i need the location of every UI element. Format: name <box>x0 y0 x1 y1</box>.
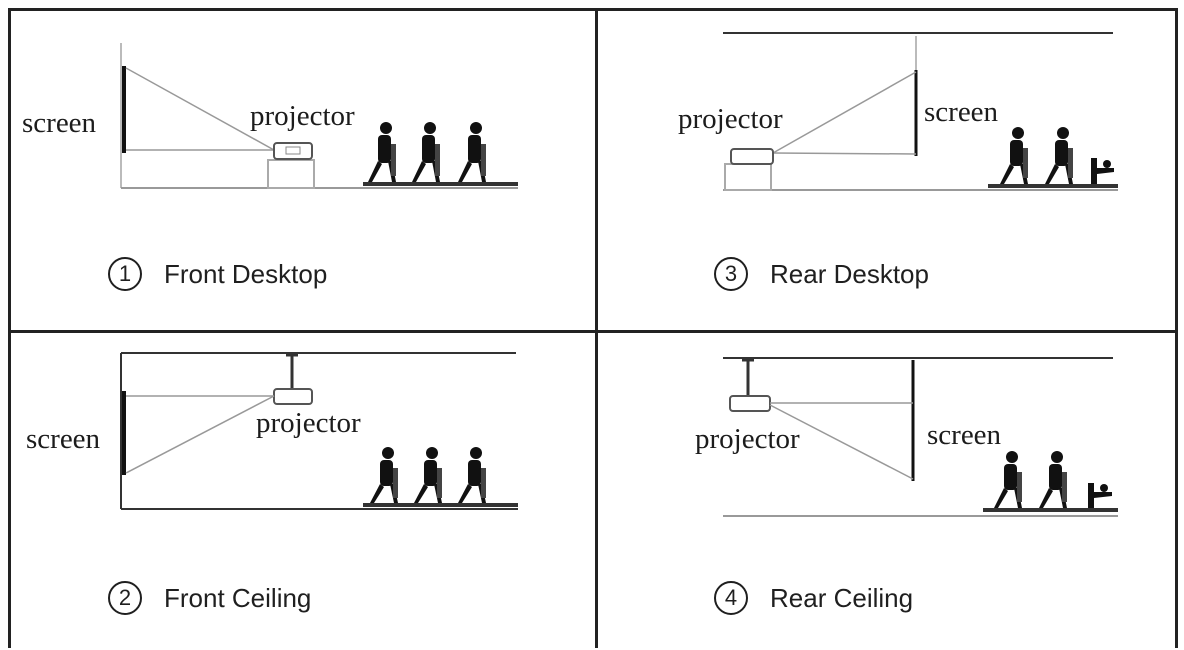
number-badge: 1 <box>108 257 142 291</box>
vertical-divider <box>595 8 598 648</box>
panel-front-ceiling: screen projector 2 Front Ceiling <box>8 333 595 648</box>
audience-icon <box>994 451 1112 508</box>
caption-text: Rear Desktop <box>770 258 929 289</box>
caption-text: Front Desktop <box>164 258 328 289</box>
rear-ceiling-illustration <box>723 357 1118 517</box>
caption-front-desktop: 1 Front Desktop <box>108 257 327 291</box>
projector-label: projector <box>256 407 361 439</box>
projector-shape <box>273 142 313 160</box>
screen-label: screen <box>22 107 97 139</box>
projector-shape <box>730 148 774 165</box>
screen-label: screen <box>924 96 999 128</box>
horizontal-divider <box>8 330 1178 333</box>
caption-text: Front Ceiling <box>164 582 312 613</box>
panel-front-desktop: screen projector 1 Front Desktop <box>8 8 595 330</box>
front-desktop-illustration <box>120 43 518 189</box>
screen-label: screen <box>26 423 101 455</box>
number-badge: 2 <box>108 581 142 615</box>
projector-label: projector <box>250 100 355 132</box>
projector-label: projector <box>678 103 783 135</box>
rear-desktop-illustration <box>723 32 1118 191</box>
projector-shape <box>273 388 313 405</box>
projector-shape <box>729 395 771 412</box>
caption-text: Rear Ceiling <box>770 582 914 613</box>
caption-rear-ceiling: 4 Rear Ceiling <box>714 581 913 615</box>
caption-front-ceiling: 2 Front Ceiling <box>108 581 311 615</box>
number-badge: 3 <box>714 257 748 291</box>
panel-rear-desktop: projector screen 3 Rear Desktop <box>598 8 1175 330</box>
audience-icon <box>368 122 486 182</box>
audience-icon <box>370 447 486 503</box>
panel-rear-ceiling: projector screen 4 Rear Ceiling <box>598 333 1175 648</box>
frame-top-border <box>8 8 1178 11</box>
screen-label: screen <box>927 419 1002 451</box>
frame-right-border <box>1175 8 1178 648</box>
caption-rear-desktop: 3 Rear Desktop <box>714 257 929 291</box>
installation-diagram: screen projector 1 Front Desktop <box>8 8 1178 648</box>
audience-icon <box>1000 127 1114 184</box>
projector-label: projector <box>695 423 800 455</box>
front-ceiling-illustration <box>120 352 518 510</box>
number-badge: 4 <box>714 581 748 615</box>
frame-left-border <box>8 8 11 648</box>
